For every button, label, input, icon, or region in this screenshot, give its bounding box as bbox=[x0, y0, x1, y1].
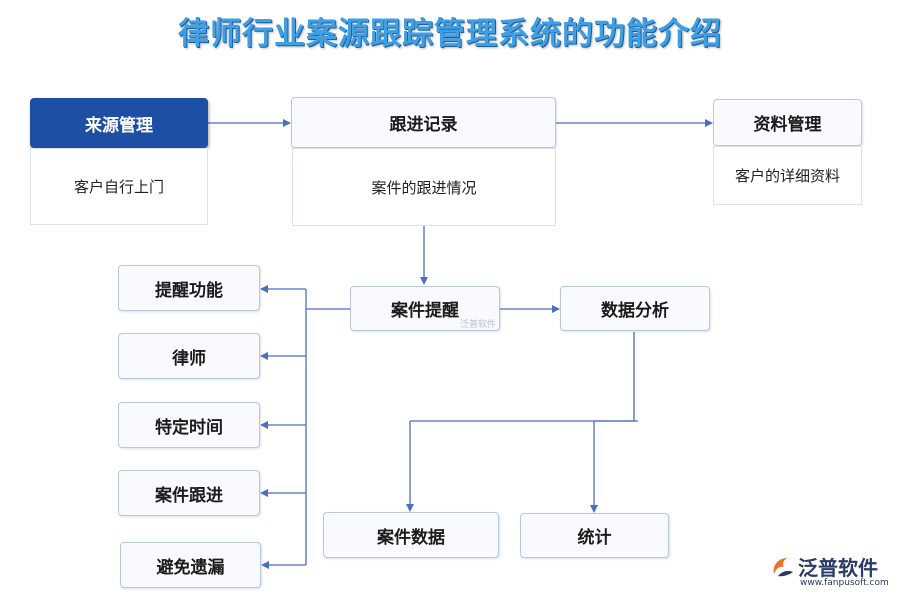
node-source-mgmt: 来源管理 bbox=[30, 98, 208, 148]
node-reminder-func: 提醒功能 bbox=[118, 265, 260, 311]
node-info-mgmt-desc: 客户的详细资料 bbox=[713, 146, 862, 205]
node-statistics: 统计 bbox=[520, 513, 669, 558]
node-lawyer: 律师 bbox=[118, 333, 260, 379]
node-case-reminder: 案件提醒 bbox=[350, 286, 500, 331]
node-follow-record: 跟进记录 bbox=[291, 97, 556, 148]
node-case-reminder-label: 案件提醒 bbox=[391, 301, 459, 321]
node-case-data: 案件数据 bbox=[323, 512, 499, 558]
node-data-analysis-label: 数据分析 bbox=[601, 301, 669, 321]
brand-logo: 泛普软件 www.fanpusoft.com bbox=[770, 552, 895, 596]
node-info-mgmt-label: 资料管理 bbox=[753, 115, 822, 135]
node-data-analysis: 数据分析 bbox=[560, 286, 710, 331]
node-source-mgmt-desc: 客户自行上门 bbox=[30, 148, 208, 225]
logo-url: www.fanpusoft.com bbox=[800, 578, 889, 588]
node-specific-time: 特定时间 bbox=[118, 402, 260, 448]
node-avoid-omission: 避免遗漏 bbox=[120, 542, 261, 588]
node-info-mgmt: 资料管理 bbox=[713, 99, 862, 146]
node-source-mgmt-label: 来源管理 bbox=[85, 115, 153, 136]
watermark-text: 泛普软件 bbox=[460, 320, 497, 330]
node-follow-record-desc: 案件的跟进情况 bbox=[292, 148, 556, 226]
node-follow-record-label: 跟进记录 bbox=[389, 115, 458, 135]
node-case-follow: 案件跟进 bbox=[118, 470, 260, 516]
logo-name: 泛普软件 bbox=[798, 556, 878, 580]
page-title: 律师行业案源跟踪管理系统的功能介绍 bbox=[178, 16, 722, 52]
connector-analysis-down bbox=[410, 332, 635, 422]
logo-mark-icon bbox=[773, 558, 793, 577]
